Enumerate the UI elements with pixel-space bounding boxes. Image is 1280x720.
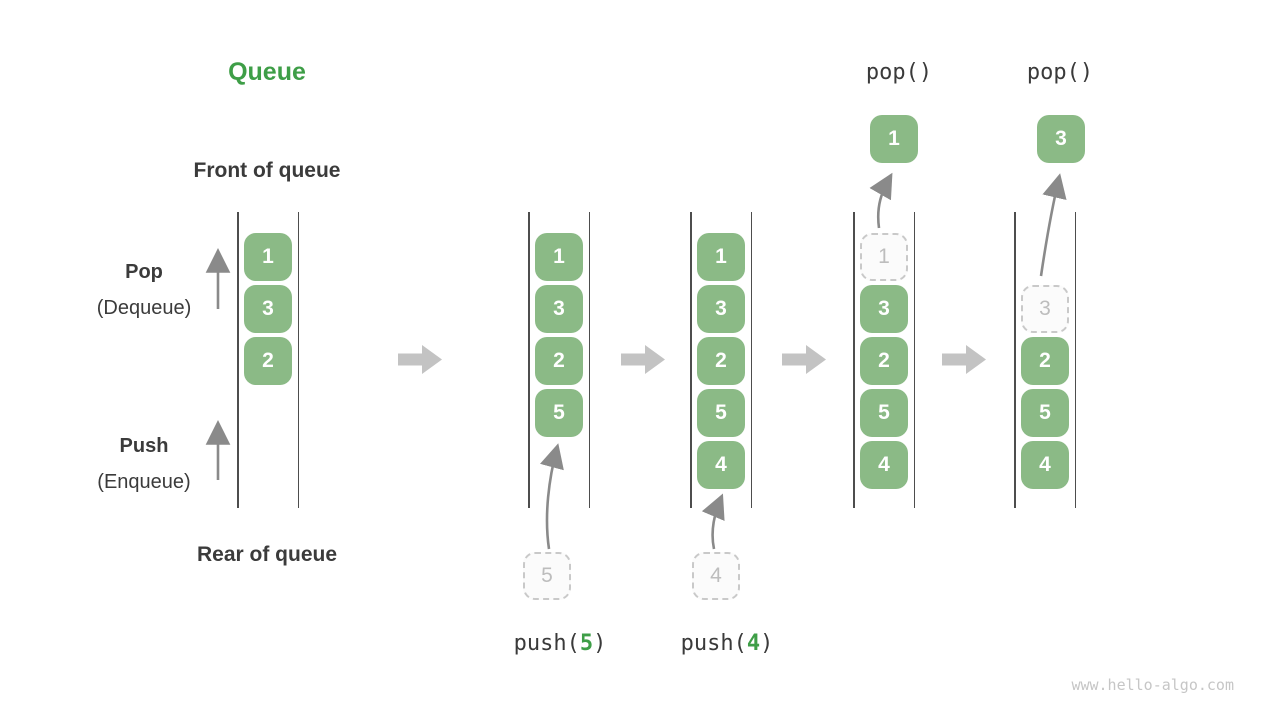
- incoming-item-5: 5: [523, 552, 571, 600]
- column-wall: [913, 212, 915, 508]
- queue-item: 2: [535, 337, 583, 385]
- op-fn: push(: [680, 631, 747, 656]
- column-wall: [690, 212, 692, 508]
- queue-column-1: 1 3 2: [237, 212, 299, 508]
- queue-item: 1: [244, 233, 292, 281]
- queue-item: 1: [697, 233, 745, 281]
- front-of-queue-label: Front of queue: [193, 159, 341, 182]
- queue-item: 1: [535, 233, 583, 281]
- queue-column-3: 1 3 2 5 4: [690, 212, 752, 508]
- popped-item-1: 1: [870, 115, 918, 163]
- incoming-item-4: 4: [692, 552, 740, 600]
- ghost-item-1: 1: [860, 233, 908, 281]
- column-wall: [528, 212, 530, 508]
- popped-item-3: 3: [1037, 115, 1085, 163]
- column-wall: [237, 212, 239, 508]
- column-wall: [297, 212, 299, 508]
- queue-item: 5: [697, 389, 745, 437]
- queue-column-2: 1 3 2 5: [528, 212, 590, 508]
- queue-item: 3: [860, 285, 908, 333]
- queue-item: 4: [697, 441, 745, 489]
- op-close: ): [593, 631, 607, 656]
- push-5-operation-label: push(5): [480, 631, 640, 656]
- diagram-title: Queue: [228, 58, 306, 86]
- queue-item: 2: [244, 337, 292, 385]
- queue-item: 3: [697, 285, 745, 333]
- dequeue-label: (Dequeue): [96, 297, 192, 319]
- push-label: Push: [119, 435, 169, 457]
- op-arg: 4: [746, 631, 761, 656]
- push-4-operation-label: push(4): [647, 631, 807, 656]
- rear-of-queue-label: Rear of queue: [196, 543, 338, 566]
- queue-item: 2: [860, 337, 908, 385]
- column-wall: [853, 212, 855, 508]
- queue-item: 2: [697, 337, 745, 385]
- step-arrow-icon: [621, 345, 665, 374]
- op-fn: push(: [513, 631, 580, 656]
- step-arrow-icon: [398, 345, 442, 374]
- queue-column-4: 1 3 2 5 4: [853, 212, 915, 508]
- queue-item: 5: [1021, 389, 1069, 437]
- pop-label: Pop: [125, 261, 163, 283]
- pop-dequeue-label: Pop (Dequeue): [44, 254, 244, 326]
- column-wall: [588, 212, 590, 508]
- op-arg: 5: [579, 631, 594, 656]
- step-arrow-icon: [782, 345, 826, 374]
- queue-item: 3: [244, 285, 292, 333]
- step-arrow-icon: [942, 345, 986, 374]
- watermark: www.hello-algo.com: [1071, 676, 1234, 694]
- column-wall: [1074, 212, 1076, 508]
- queue-item: 5: [535, 389, 583, 437]
- queue-item: 2: [1021, 337, 1069, 385]
- push-enqueue-label: Push (Enqueue): [44, 428, 244, 500]
- ghost-item-3: 3: [1021, 285, 1069, 333]
- queue-item: 4: [860, 441, 908, 489]
- op-close: ): [760, 631, 774, 656]
- queue-column-5: 3 2 5 4: [1014, 212, 1076, 508]
- queue-item: 5: [860, 389, 908, 437]
- column-wall: [1014, 212, 1016, 508]
- pop-operation-label: pop(): [865, 60, 933, 85]
- column-wall: [750, 212, 752, 508]
- enqueue-label: (Enqueue): [97, 471, 191, 493]
- queue-item: 3: [535, 285, 583, 333]
- pop-operation-label: pop(): [1026, 60, 1094, 85]
- queue-item: 4: [1021, 441, 1069, 489]
